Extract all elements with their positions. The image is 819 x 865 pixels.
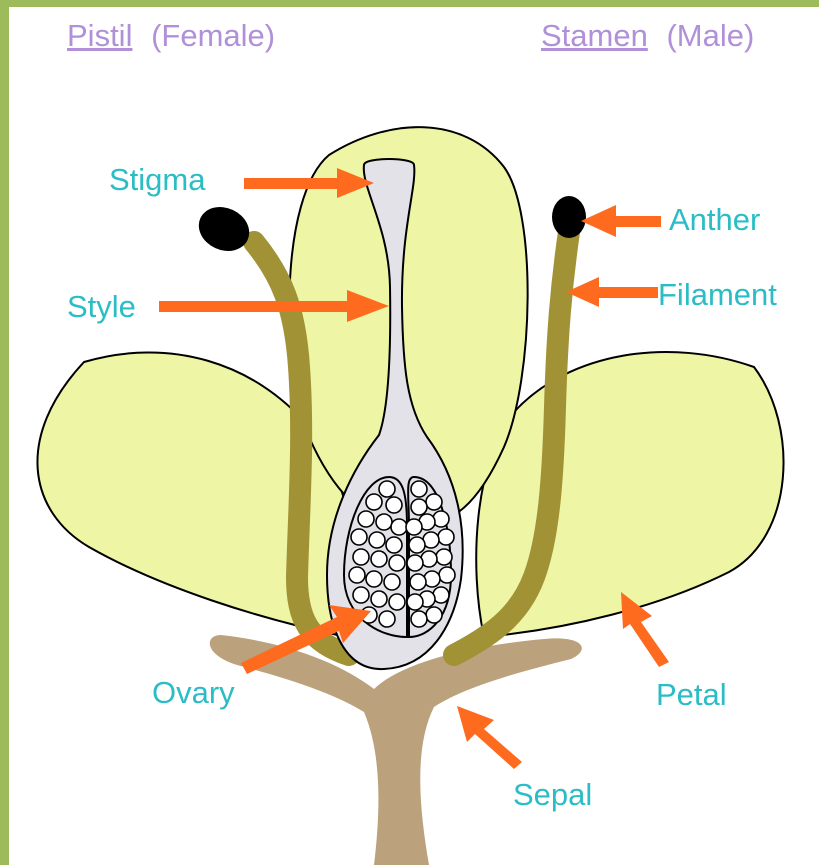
ovule-8	[386, 537, 402, 553]
ovule-21	[426, 494, 442, 510]
flower-diagram	[9, 7, 819, 865]
ovule-13	[366, 571, 382, 587]
ovule-14	[384, 574, 400, 590]
ovule-5	[391, 519, 407, 535]
ovule-31	[407, 555, 423, 571]
ovule-9	[353, 549, 369, 565]
ovule-1	[366, 494, 382, 510]
ovule-16	[371, 591, 387, 607]
sepal-shape	[210, 635, 582, 865]
ovule-22	[411, 499, 427, 515]
filament-arrow	[566, 277, 658, 307]
ovule-10	[371, 551, 387, 567]
ovule-29	[436, 549, 452, 565]
ovule-17	[389, 594, 405, 610]
anther-label: Anther	[669, 202, 760, 238]
ovule-0	[379, 481, 395, 497]
ovule-38	[426, 607, 442, 623]
ovary-label: Ovary	[152, 675, 235, 711]
stamen-note: (Male)	[666, 18, 754, 53]
right-anther-shape	[552, 196, 586, 238]
ovule-39	[411, 611, 427, 627]
ovule-28	[409, 537, 425, 553]
ovule-11	[389, 555, 405, 571]
sepal-label: Sepal	[513, 777, 592, 813]
anther-arrow	[581, 205, 661, 237]
ovule-32	[439, 567, 455, 583]
pistil-link[interactable]: Pistil	[67, 18, 132, 53]
ovule-20	[411, 481, 427, 497]
ovule-2	[386, 497, 402, 513]
pistil-note: (Female)	[151, 18, 275, 53]
ovule-12	[349, 567, 365, 583]
ovule-34	[410, 574, 426, 590]
ovule-26	[438, 529, 454, 545]
ovule-37	[407, 594, 423, 610]
sepal-arrow	[457, 706, 522, 769]
stamen-header: Stamen (Male)	[541, 18, 754, 54]
stamen-link[interactable]: Stamen	[541, 18, 648, 53]
ovule-6	[351, 529, 367, 545]
petal-label: Petal	[656, 677, 727, 713]
ovule-15	[353, 587, 369, 603]
ovule-25	[406, 519, 422, 535]
ovule-4	[376, 514, 392, 530]
pistil-header: Pistil (Female)	[67, 18, 275, 54]
filament-label: Filament	[658, 277, 777, 313]
ovule-3	[358, 511, 374, 527]
diagram-frame: Pistil (Female) Stamen (Male) Stigma Sty…	[9, 7, 819, 865]
stigma-label: Stigma	[109, 162, 205, 198]
style-label: Style	[67, 289, 136, 325]
ovule-19	[379, 611, 395, 627]
ovule-7	[369, 532, 385, 548]
